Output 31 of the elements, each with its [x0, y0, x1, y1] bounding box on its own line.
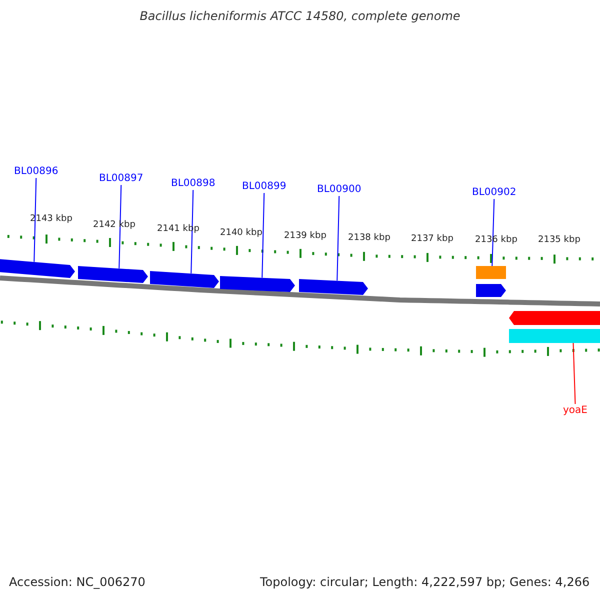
tick-label: 2139 kbp — [284, 231, 326, 241]
leader-line — [118, 184, 122, 269]
gene-feature — [509, 311, 600, 325]
genome-info-text: Topology: circular; Length: 4,222,597 bp; Genes: 4,266 — [260, 575, 590, 589]
leader-line — [572, 342, 576, 404]
leader-line — [34, 178, 37, 262]
gene-feature — [150, 271, 219, 288]
tick-label: 2138 kbp — [348, 233, 390, 243]
leader-line — [336, 196, 340, 282]
leader-line — [190, 190, 194, 274]
gene-label: BL00897 — [99, 173, 144, 184]
gene-feature — [78, 266, 148, 283]
title: Bacillus licheniformis ATCC 14580, complete genome — [138, 9, 462, 23]
feature-bar — [476, 266, 506, 279]
leader-line — [262, 192, 265, 278]
tick-label: 2140 kbp — [220, 228, 262, 238]
tick-label: 2137 kbp — [411, 234, 454, 244]
gene-label: BL00898 — [171, 178, 216, 189]
accession-text: Accession: NC_006270 — [9, 575, 146, 589]
gene-feature — [476, 284, 506, 297]
gene-label: BL00900 — [317, 184, 362, 195]
gene-feature — [0, 259, 75, 278]
leader-line — [492, 198, 495, 266]
feature-bar — [509, 329, 600, 343]
gene-feature — [299, 279, 368, 295]
gene-label: yoaE — [563, 405, 588, 416]
gene-label: BL00896 — [14, 166, 58, 177]
tick-label: 2135 kbp — [538, 235, 580, 245]
gene-label: BL00899 — [242, 181, 286, 192]
gene-label: BL00902 — [472, 187, 516, 198]
gene-feature — [220, 276, 295, 292]
